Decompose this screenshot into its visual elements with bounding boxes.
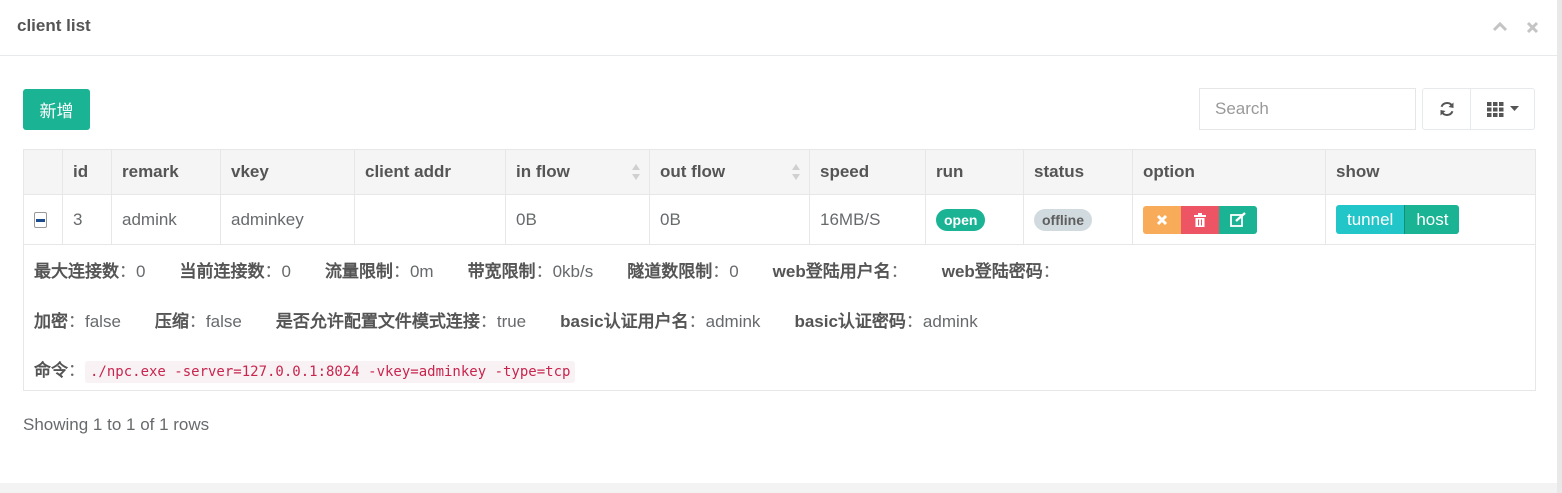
detail-max-conn: 最大连接数：0 (34, 262, 146, 281)
sort-icon (792, 164, 800, 180)
header-in-flow-label: in flow (516, 162, 570, 181)
detail-cur-conn: 当前连接数：0 (179, 262, 291, 281)
table-header-row: id remark vkey client addr in flow out f… (23, 149, 1536, 195)
detail-command: 命令：./npc.exe -server=127.0.0.1:8024 -vke… (34, 356, 576, 383)
header-show[interactable]: show (1325, 149, 1536, 195)
detail-config-conn: 是否允许配置文件模式连接：true (275, 312, 527, 331)
detail-basic-user: basic认证用户名：admink (560, 312, 761, 331)
panel-header: client list (0, 0, 1557, 56)
header-vkey[interactable]: vkey (220, 149, 355, 195)
header-status[interactable]: status (1023, 149, 1133, 195)
cell-status: offline (1023, 194, 1133, 245)
option-button-group (1143, 205, 1257, 234)
detail-rate-limit: 带宽限制：0kb/s (467, 262, 594, 281)
status-badge: offline (1034, 208, 1092, 231)
stop-button[interactable] (1143, 205, 1181, 234)
cell-vkey: adminkey (220, 194, 355, 245)
sort-icon (632, 164, 640, 180)
host-button[interactable]: host (1404, 205, 1460, 234)
collapse-icon[interactable] (1491, 18, 1509, 36)
run-status-badge: open (936, 208, 986, 231)
panel-title: client list (17, 16, 91, 35)
show-button-group: tunnel host (1336, 205, 1460, 234)
table-toolbar-buttons (1422, 88, 1535, 130)
header-expand (23, 149, 63, 195)
header-remark[interactable]: remark (111, 149, 221, 195)
detail-web-user: web登陆用户名： (772, 262, 908, 281)
header-out-flow-label: out flow (660, 162, 726, 181)
header-client-addr[interactable]: client addr (354, 149, 506, 195)
detail-compress: 压缩：false (154, 312, 242, 331)
columns-toggle-button[interactable] (1471, 88, 1535, 130)
cell-option (1132, 194, 1326, 245)
detail-tunnel-limit: 隧道数限制：0 (627, 262, 739, 281)
detail-web-pass: web登陆密码： (941, 262, 1060, 281)
refresh-button[interactable] (1422, 88, 1471, 130)
caret-down-icon (1509, 106, 1519, 111)
cell-client-addr (354, 194, 506, 245)
detail-row: 最大连接数：0 当前连接数：0 流量限制：0m 带宽限制：0kb/s 隧道数限制… (23, 244, 1536, 391)
header-run[interactable]: run (925, 149, 1024, 195)
detail-crypt: 加密：false (34, 312, 121, 331)
detail-line-2: 加密：false 压缩：false 是否允许配置文件模式连接：true basi… (34, 307, 1012, 332)
detail-line-1: 最大连接数：0 当前连接数：0 流量限制：0m 带宽限制：0kb/s 隧道数限制… (34, 257, 1094, 282)
close-icon (1156, 214, 1168, 225)
cell-id: 3 (62, 194, 112, 245)
client-list-panel: client list 新增 (0, 0, 1557, 483)
pagination-info: Showing 1 to 1 of 1 rows (23, 415, 210, 434)
table-row: 3 admink adminkey 0B 0B 16MB/S open offl… (23, 194, 1536, 245)
trash-icon (1194, 212, 1206, 227)
close-icon[interactable] (1523, 18, 1541, 36)
columns-grid-icon (1486, 101, 1503, 117)
scrollbar-track[interactable] (1557, 0, 1562, 493)
detail-basic-pass: basic认证密码：admink (794, 312, 978, 331)
header-out-flow[interactable]: out flow (649, 149, 810, 195)
header-speed[interactable]: speed (809, 149, 926, 195)
refresh-icon (1440, 102, 1453, 116)
expand-cell (23, 194, 63, 245)
collapse-row-icon[interactable] (34, 212, 47, 229)
add-client-button[interactable]: 新增 (23, 89, 90, 130)
header-option[interactable]: option (1132, 149, 1326, 195)
client-detail: 最大连接数：0 当前连接数：0 流量限制：0m 带宽限制：0kb/s 隧道数限制… (24, 245, 1535, 390)
tunnel-button[interactable]: tunnel (1336, 205, 1405, 234)
command-code: ./npc.exe -server=127.0.0.1:8024 -vkey=a… (85, 361, 576, 383)
client-table: id remark vkey client addr in flow out f… (23, 149, 1536, 391)
search-input[interactable] (1199, 88, 1416, 130)
detail-flow-limit: 流量限制：0m (324, 262, 434, 281)
detail-line-3: 命令：./npc.exe -server=127.0.0.1:8024 -vke… (34, 356, 609, 383)
cell-show: tunnel host (1325, 194, 1536, 245)
detail-cell: 最大连接数：0 当前连接数：0 流量限制：0m 带宽限制：0kb/s 隧道数限制… (23, 244, 1536, 391)
header-in-flow[interactable]: in flow (505, 149, 650, 195)
edit-icon (1230, 212, 1246, 227)
cell-out-flow: 0B (649, 194, 810, 245)
edit-button[interactable] (1219, 205, 1257, 234)
cell-remark: admink (111, 194, 221, 245)
cell-speed: 16MB/S (809, 194, 926, 245)
cell-in-flow: 0B (505, 194, 650, 245)
panel-tools (1491, 18, 1541, 36)
delete-button[interactable] (1181, 205, 1219, 234)
cell-run: open (925, 194, 1024, 245)
header-id[interactable]: id (62, 149, 112, 195)
